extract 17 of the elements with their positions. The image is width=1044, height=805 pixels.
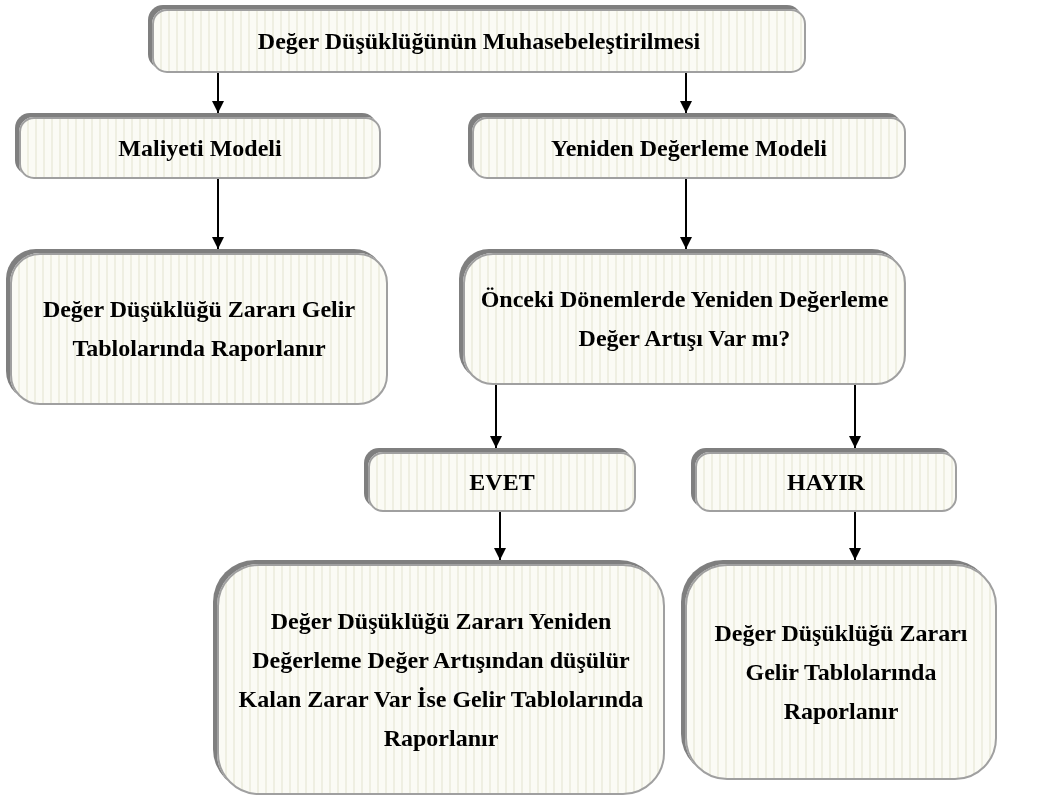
arrow [680,72,692,114]
arrow [212,72,224,114]
box-text: Değer Düşüklüğü Zararı Yeniden Değerleme Değer Artışından düşülür Kalan Zarar Var İse Gelir Tablolarında Raporlanır [237,606,645,753]
box-text: Yeniden Değerleme Modeli [551,133,827,163]
box-text: HAYIR [787,467,865,497]
arrow [849,384,861,449]
arrow [849,511,861,561]
box-text: Önceki Dönemlerde Yeniden Değerleme Değer Artışı Var mı? [479,285,890,353]
arrow [494,511,506,561]
box-text: EVET [469,467,535,497]
box-text: Değer Düşüklüğünün Muhasebeleştirilmesi [257,26,701,56]
arrow [490,384,502,449]
box-text: Maliyeti Modeli [118,133,282,163]
box-text: Değer Düşüklüğü Zararı Gelir Tablolarında Raporlanır [41,295,357,363]
arrow [680,178,692,250]
arrow [212,178,224,250]
box-text: Değer Düşüklüğü Zararı Gelir Tablolarında Raporlanır [713,618,969,726]
